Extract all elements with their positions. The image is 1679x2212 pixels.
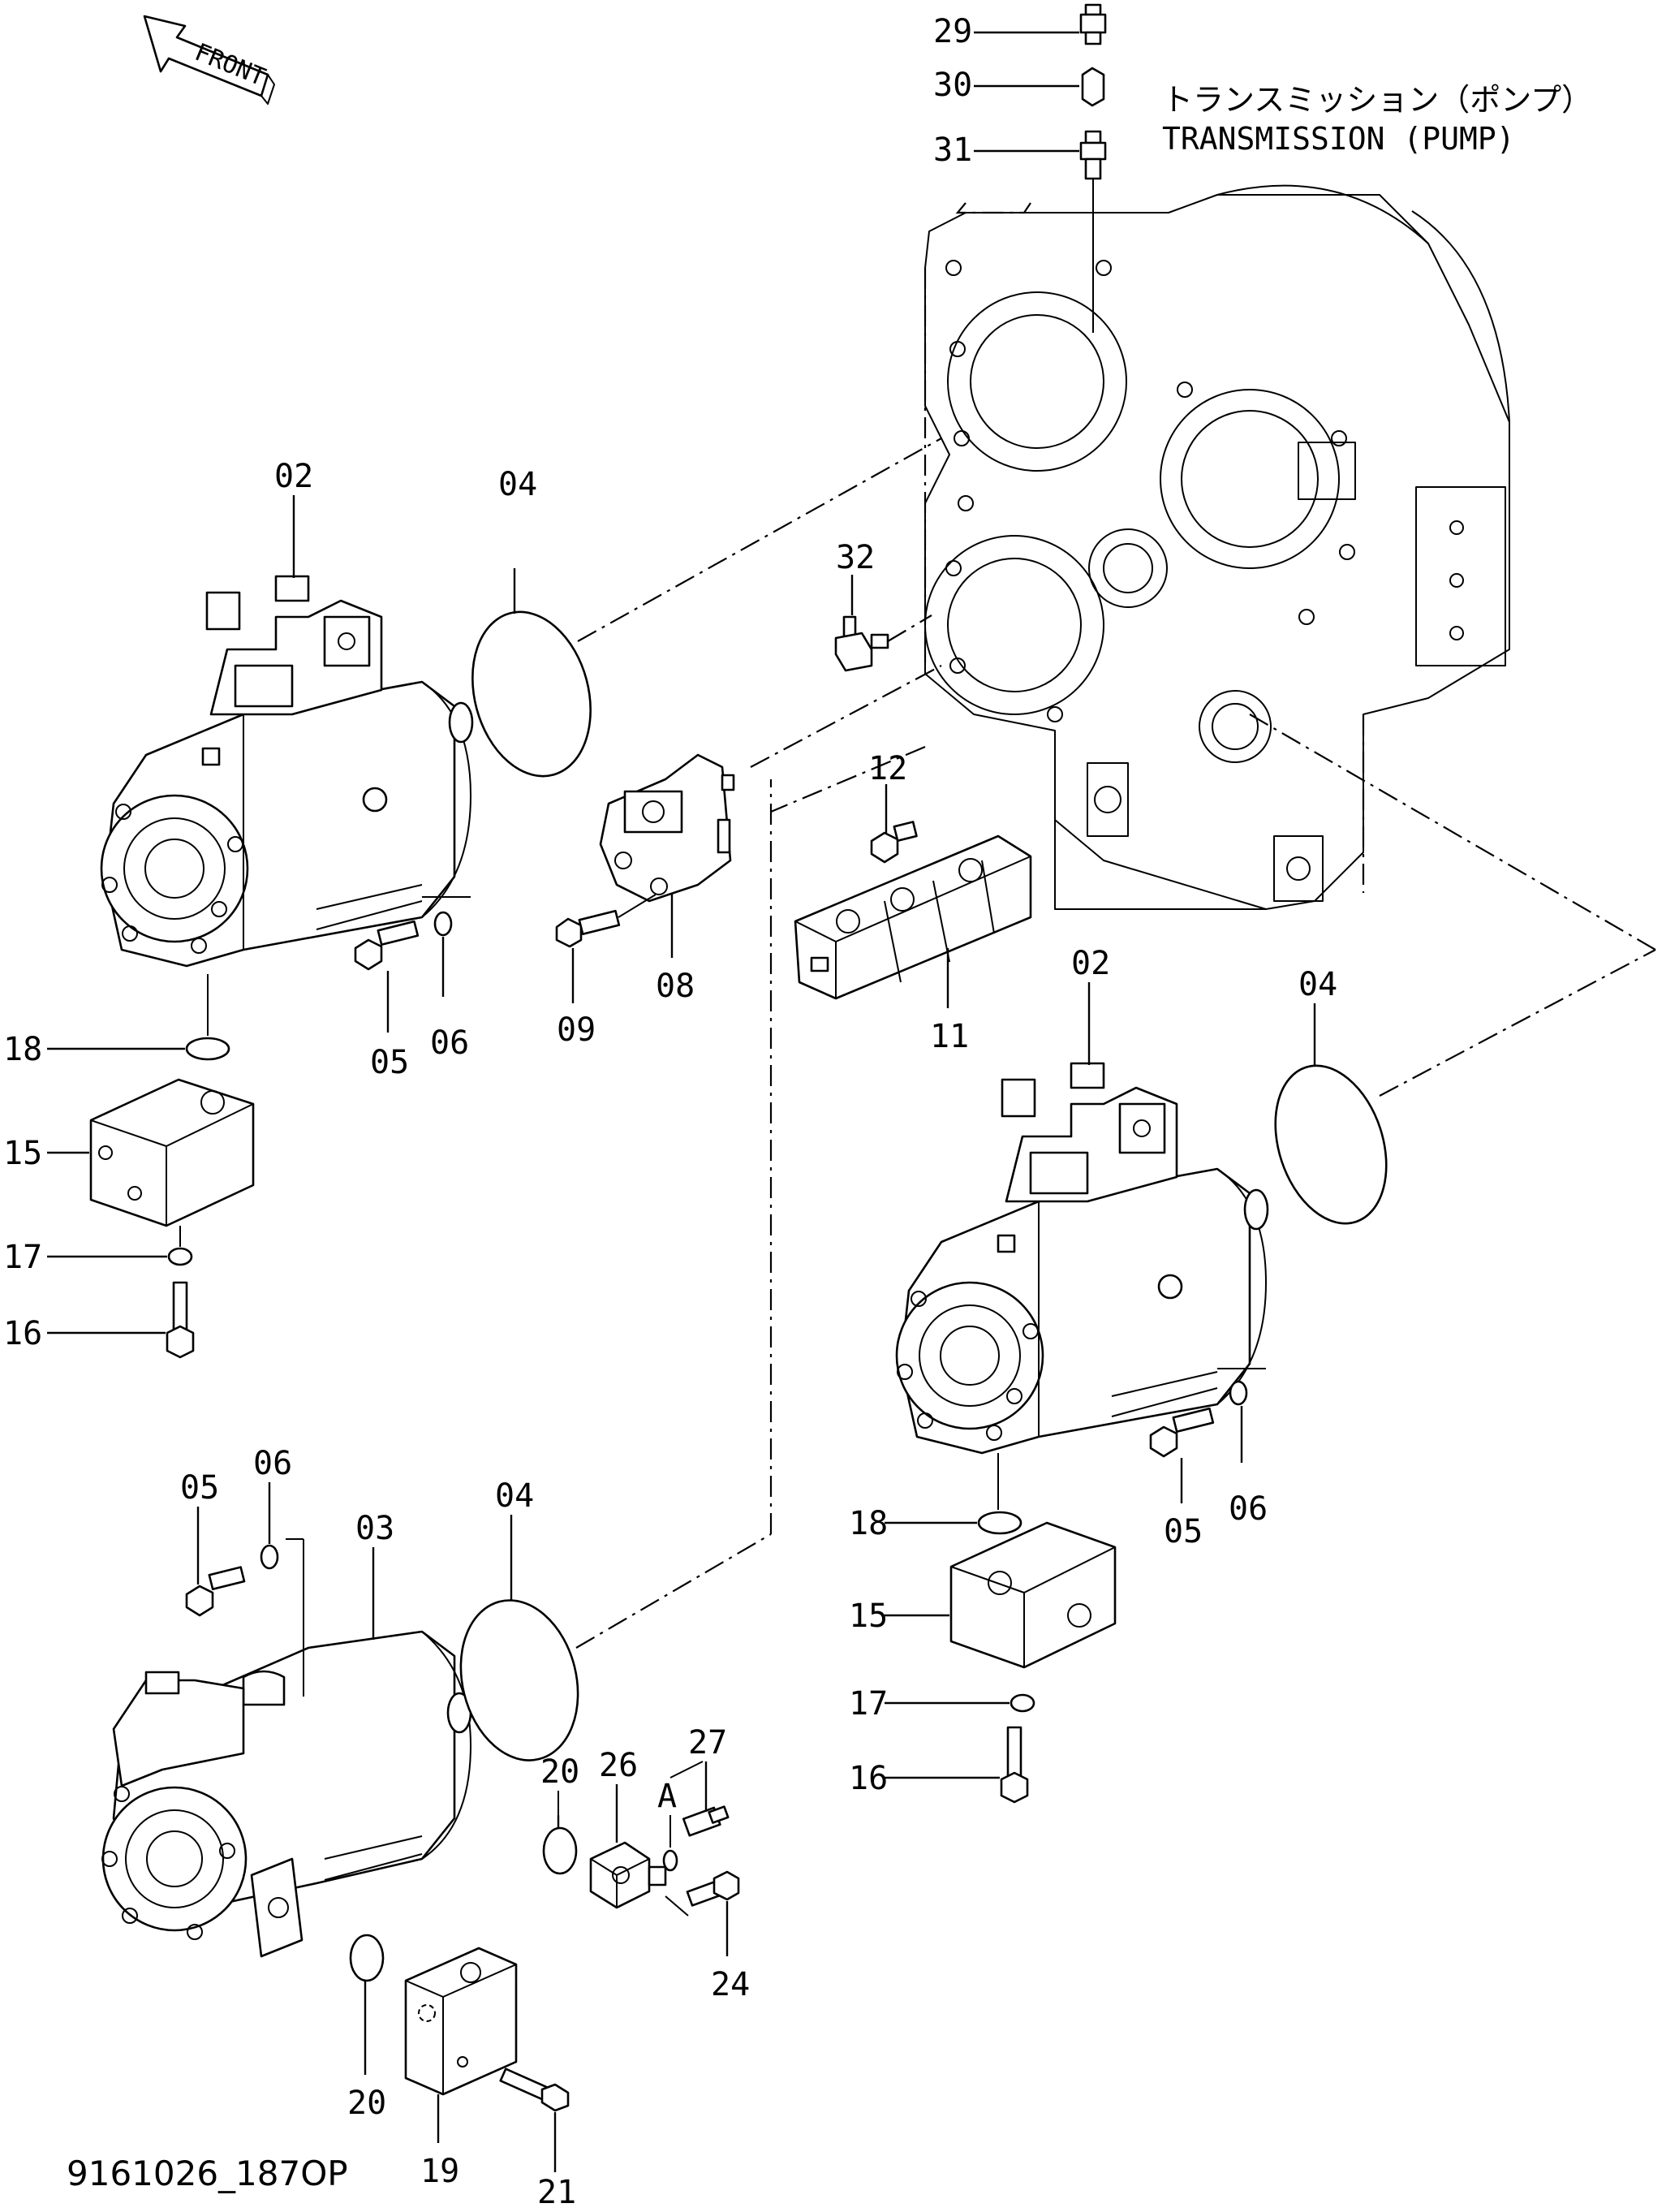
- callout-labels: 29 30 31 32 02 04 12 08 09 11 05 06 18 1…: [3, 13, 1337, 2211]
- reference-code: 9161026_187OP: [67, 2154, 348, 2193]
- callout-04-upper: 04: [498, 466, 537, 503]
- fitting-27-drawing: [682, 1805, 730, 1837]
- callout-06-lower: 06: [253, 1445, 292, 1482]
- callout-05-lower: 05: [180, 1469, 219, 1507]
- washer-06-lower-drawing: [260, 1544, 279, 1570]
- callout-18-right: 18: [849, 1505, 888, 1542]
- callout-15-upper: 15: [3, 1135, 42, 1172]
- screw-12-drawing: [870, 821, 918, 864]
- callout-18-upper: 18: [3, 1031, 42, 1068]
- callout-08: 08: [656, 968, 695, 1005]
- bolt-05-lower-drawing: [185, 1566, 246, 1617]
- callout-20-upper: 20: [540, 1753, 579, 1791]
- title-japanese: トランスミッション（ポンプ）: [1162, 82, 1592, 118]
- fitting-30-drawing: [1081, 67, 1105, 107]
- fitting-32-drawing: [834, 615, 889, 672]
- o-ring-20-lower-drawing: [349, 1934, 385, 1982]
- bolt-21-drawing: [499, 2068, 570, 2112]
- fitting-31-drawing: [1079, 130, 1107, 180]
- fitting-29-drawing: [1079, 3, 1107, 45]
- pump-11-drawing: [794, 834, 1032, 1000]
- callout-15-right: 15: [849, 1598, 888, 1635]
- o-ring-04-right-drawing: [1274, 1064, 1388, 1225]
- label-a: A: [657, 1778, 677, 1815]
- callout-31: 31: [933, 132, 972, 169]
- flange-26-drawing: [589, 1841, 667, 1909]
- pump-02-left-drawing: [100, 575, 474, 968]
- callout-24: 24: [711, 1966, 750, 2003]
- callout-30: 30: [933, 67, 972, 104]
- washer-06-upper-drawing: [433, 911, 453, 937]
- callout-04-lower: 04: [495, 1477, 534, 1515]
- block-19-drawing: [404, 1947, 518, 2096]
- o-ring-18-right-drawing: [977, 1511, 1022, 1535]
- washer-17-upper-drawing: [167, 1247, 193, 1266]
- callout-26: 26: [599, 1747, 638, 1784]
- callout-17-upper: 17: [3, 1239, 42, 1276]
- callout-20-lower: 20: [347, 2085, 386, 2122]
- bolt-16-right-drawing: [1000, 1726, 1029, 1804]
- pump-08-drawing: [599, 753, 735, 903]
- o-ring-04-upper-drawing: [471, 610, 592, 778]
- screw-09-drawing: [555, 909, 621, 948]
- pump-02-right-drawing: [895, 1062, 1269, 1455]
- callout-12: 12: [868, 750, 907, 787]
- callout-05-upper: 05: [370, 1044, 409, 1081]
- bolt-05-upper-drawing: [354, 920, 420, 971]
- front-direction-arrow: FRONT: [143, 15, 275, 105]
- callout-16-right: 16: [849, 1760, 888, 1797]
- block-15-upper-drawing: [89, 1078, 255, 1227]
- bolt-16-upper-drawing: [166, 1281, 195, 1359]
- bolt-05-right-drawing: [1149, 1407, 1215, 1458]
- transmission-housing-drawing: [923, 184, 1510, 910]
- o-ring-20-upper-drawing: [542, 1826, 578, 1875]
- washer-06-right-drawing: [1229, 1380, 1248, 1406]
- o-ring-04-lower-drawing: [459, 1599, 579, 1761]
- callout-05-right: 05: [1164, 1513, 1203, 1550]
- callout-19: 19: [420, 2153, 459, 2190]
- callout-06-right: 06: [1229, 1490, 1268, 1528]
- pump-03-drawing: [101, 1630, 472, 1958]
- callout-02-right: 02: [1071, 945, 1110, 982]
- callout-32: 32: [836, 539, 875, 576]
- block-15-right-drawing: [949, 1521, 1117, 1669]
- callout-17-right: 17: [849, 1685, 888, 1723]
- callout-29: 29: [933, 13, 972, 50]
- screw-24-drawing: [686, 1870, 740, 1907]
- washer-17-right-drawing: [1010, 1693, 1035, 1713]
- callout-27: 27: [688, 1724, 727, 1761]
- callout-06-upper: 06: [430, 1024, 469, 1062]
- o-ring-18-upper-drawing: [185, 1037, 230, 1061]
- callout-11: 11: [930, 1018, 969, 1055]
- callout-21: 21: [537, 2174, 576, 2208]
- o-ring-a-drawing: [662, 1849, 678, 1872]
- callout-02-left: 02: [274, 458, 313, 495]
- callout-09: 09: [557, 1011, 596, 1049]
- callout-03: 03: [355, 1510, 394, 1547]
- title-english: TRANSMISSION (PUMP): [1162, 121, 1515, 157]
- callout-16-upper: 16: [3, 1315, 42, 1352]
- callout-04-right: 04: [1298, 966, 1337, 1003]
